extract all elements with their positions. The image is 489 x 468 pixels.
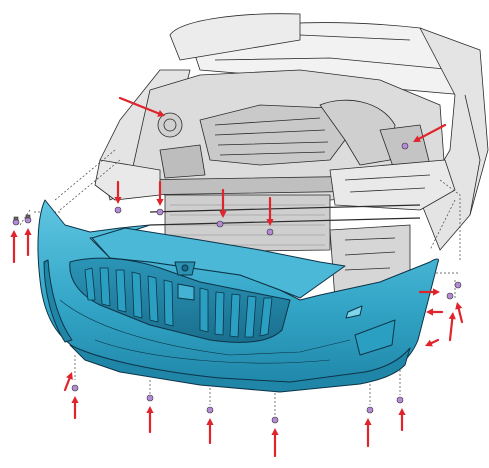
clip-icon [71,384,79,392]
red-arrow-icon [266,196,274,226]
red-arrow-icon [219,188,227,218]
clip-icon [396,396,404,404]
clip-icon [266,228,274,236]
bumper-top-surface [91,227,346,299]
red-arrow-icon [413,123,447,142]
red-arrow-icon [425,338,440,347]
bumper-lower-lip [69,344,411,393]
red-arrow-icon [448,312,456,342]
clip-icon [271,416,279,424]
badge-area [177,283,195,301]
red-arrow-icon [63,372,73,392]
left-side-recess [43,259,73,343]
grille-slats [84,267,273,338]
red-arrow-icon [418,288,440,296]
red-arrow-icon [364,418,372,448]
right-reflector [345,305,363,319]
red-arrow-icon [398,408,406,432]
radiator [164,194,331,253]
red-arrow-icon [146,406,154,434]
red-arrow-icon [71,396,79,420]
left-headlight [94,159,161,201]
red-arrow-icon [114,180,122,204]
red-arrow-icon [426,308,444,316]
front-bumper [37,199,439,393]
red-arrow-icon [24,228,32,257]
red-arrow-icon [206,418,214,445]
clip-icon [24,214,32,224]
red-arrow-icon [10,230,18,264]
right-side-recess [354,319,396,356]
red-arrow-icon [271,428,279,458]
clip-icon [454,281,462,289]
clip-icon [401,142,409,150]
clip-icon [114,206,122,214]
clip-icon [216,220,224,228]
red-arrow-icon [118,96,165,117]
clip-icon [146,394,154,402]
arrow-layer [10,96,464,458]
fasteners [12,142,462,424]
clip-icon [446,292,454,300]
red-arrow-icon [455,302,464,324]
clip-icon [366,406,374,414]
hood [169,13,301,61]
clip-icon [12,216,20,226]
car-front [94,13,489,301]
clip-icon [206,406,214,414]
clip-icon [156,208,164,216]
right-headlight [329,159,456,211]
engine-cover [199,104,346,166]
red-arrow-icon [156,180,164,206]
